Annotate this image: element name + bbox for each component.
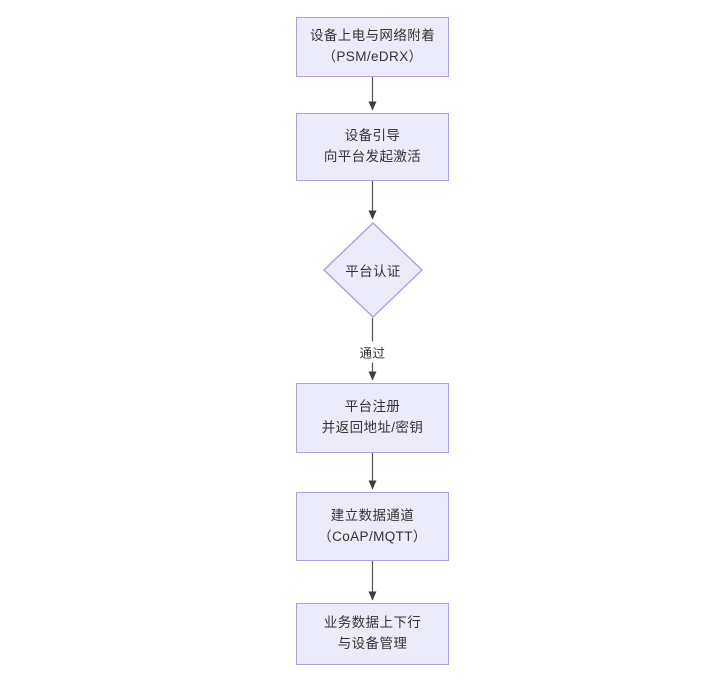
node-business-data-line1: 业务数据上下行 xyxy=(323,615,422,631)
node-platform-register-line2: 并返回地址/密钥 xyxy=(321,420,424,435)
node-business-data-line2: 与设备管理 xyxy=(337,636,408,651)
node-platform-register[interactable]: 平台注册 并返回地址/密钥 xyxy=(296,383,449,453)
node-device-bootstrap[interactable]: 设备引导 向平台发起激活 xyxy=(296,113,449,181)
node-device-power-on[interactable]: 设备上电与网络附着 （PSM/eDRX） xyxy=(296,17,449,77)
node-device-bootstrap-line1: 设备引导 xyxy=(344,128,401,144)
node-data-channel-line2: （CoAP/MQTT） xyxy=(318,528,427,544)
node-data-channel-line1: 建立数据通道 xyxy=(330,507,415,523)
node-business-data[interactable]: 业务数据上下行 与设备管理 xyxy=(296,603,449,665)
edge-label-pass: 通过 xyxy=(356,341,389,363)
node-data-channel[interactable]: 建立数据通道 （CoAP/MQTT） xyxy=(296,492,449,561)
diamond-shape xyxy=(323,222,423,318)
node-platform-auth-label: 平台认证 xyxy=(345,264,401,279)
node-device-power-on-line2: （PSM/eDRX） xyxy=(322,49,423,64)
node-platform-auth-decision[interactable]: 平台认证 xyxy=(323,222,423,318)
node-device-power-on-line1: 设备上电与网络附着 xyxy=(309,28,436,44)
node-device-bootstrap-line2: 向平台发起激活 xyxy=(323,149,422,164)
node-platform-register-line1: 平台注册 xyxy=(344,399,401,415)
